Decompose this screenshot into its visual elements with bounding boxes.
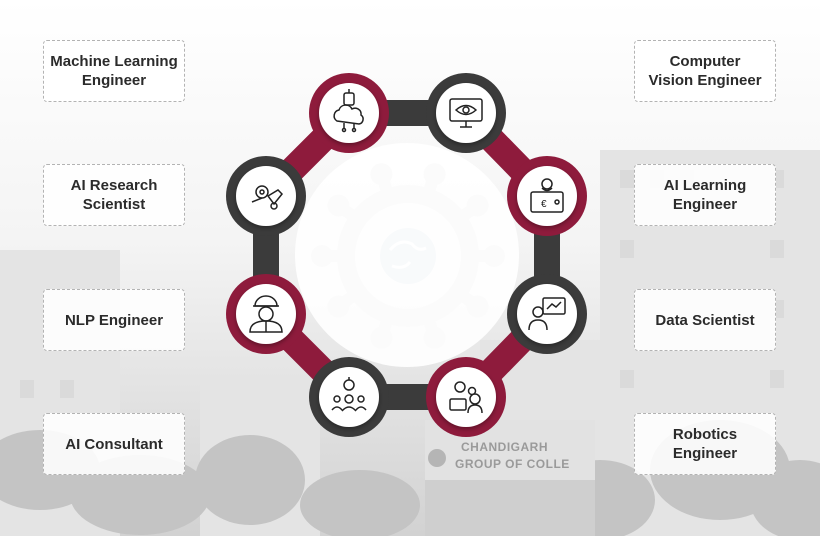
node-ai-learning-board: €: [517, 166, 577, 226]
role-ai-learning-engineer: AI Learning Engineer: [634, 164, 776, 226]
ring-center-fill: [295, 143, 519, 367]
consultant-team-icon: [331, 377, 367, 412]
ai-brain-cloud-icon: [333, 89, 364, 133]
sign-line-1: CHANDIGARH: [461, 440, 548, 454]
node-data-presentation: [517, 284, 577, 344]
node-ai-brain-cloud: [319, 83, 379, 143]
data-presentation-icon: [528, 297, 566, 331]
role-label: AI Learning Engineer: [663, 177, 747, 213]
role-label: Data Scientist: [655, 311, 755, 329]
role-label: Machine Learning Engineer: [50, 53, 178, 89]
role-ai-research-scientist: AI Research Scientist: [43, 164, 185, 226]
robotics-engineer-icon: [449, 381, 483, 414]
node-robot-hand-gear: [236, 166, 296, 226]
node-consultant-team: [319, 367, 379, 427]
role-nlp-engineer: NLP Engineer: [43, 289, 185, 351]
engineer-helmet-icon: [249, 295, 283, 333]
sign-line-2: GROUP OF COLLE: [455, 457, 570, 471]
monitor-eye-icon: [449, 98, 483, 128]
role-robotics-engineer: Robotics Engineer: [634, 413, 776, 475]
ai-learning-board-icon: €: [530, 178, 564, 213]
connector-ring: [226, 73, 587, 437]
role-label: Computer Vision Engineer: [648, 53, 762, 89]
role-data-scientist: Data Scientist: [634, 289, 776, 351]
college-gate: [425, 420, 595, 536]
node-robotics-engineer: [436, 367, 496, 427]
node-monitor-eye: [436, 83, 496, 143]
role-machine-learning-engineer: Machine Learning Engineer: [43, 40, 185, 102]
icon-nodes: €: [236, 83, 577, 427]
role-label: Robotics Engineer: [672, 426, 738, 462]
role-computer-vision-engineer: Computer Vision Engineer: [634, 40, 776, 102]
role-ai-consultant: AI Consultant: [43, 413, 185, 475]
role-label: NLP Engineer: [64, 311, 164, 329]
robot-hand-gear-icon: [251, 185, 284, 210]
node-engineer-helmet: [236, 284, 296, 344]
svg-text:€: €: [541, 199, 547, 210]
role-label: AI Consultant: [65, 435, 163, 453]
role-label: AI Research Scientist: [70, 177, 158, 213]
